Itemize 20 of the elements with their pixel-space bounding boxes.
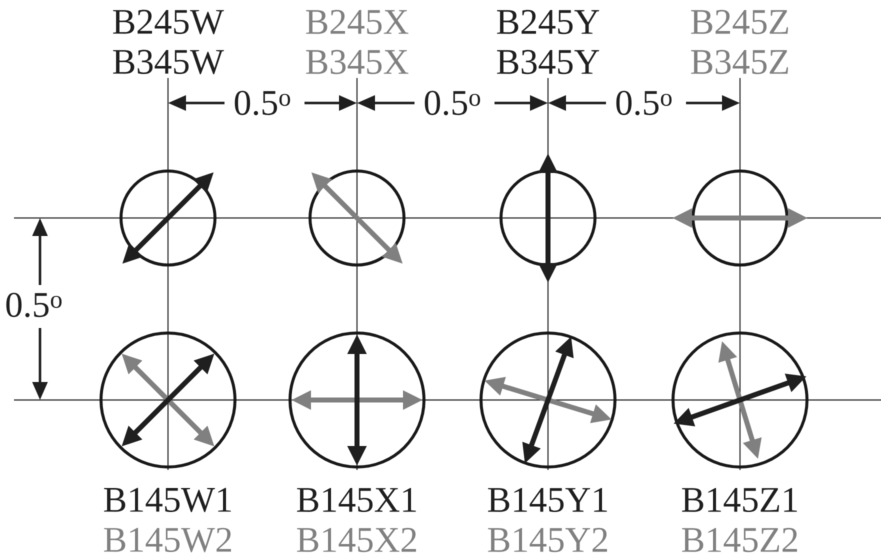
detector-label: B245W	[113, 10, 224, 34]
detector-label: B345Y	[497, 50, 600, 74]
detector-label: B245Y	[497, 10, 600, 34]
detector-label: B145X1	[297, 488, 416, 512]
detector-label: B145Z2	[682, 528, 798, 552]
detector-label: B145Z1	[682, 488, 797, 512]
detector-label: B345Z	[691, 50, 788, 74]
angle-label: 0.5$^{o}$	[6, 292, 62, 318]
detector-label: B345X	[306, 50, 408, 74]
detector-label: B145W2	[104, 528, 232, 552]
angle-label: 0.5$^{o}$	[616, 90, 672, 116]
angle-label: 0.5$^{o}$	[424, 90, 480, 116]
detector-label: B245X	[306, 10, 408, 34]
detector-label: B145X2	[297, 528, 416, 552]
detector-label: B245Z	[691, 10, 788, 34]
detector-label: B145Y1	[488, 488, 607, 512]
angle-label: 0.5$^{o}$	[234, 90, 290, 116]
detector-label: B145Y2	[488, 528, 608, 552]
detector-label: B145W1	[104, 488, 231, 512]
detector-label: B345W	[113, 50, 224, 74]
